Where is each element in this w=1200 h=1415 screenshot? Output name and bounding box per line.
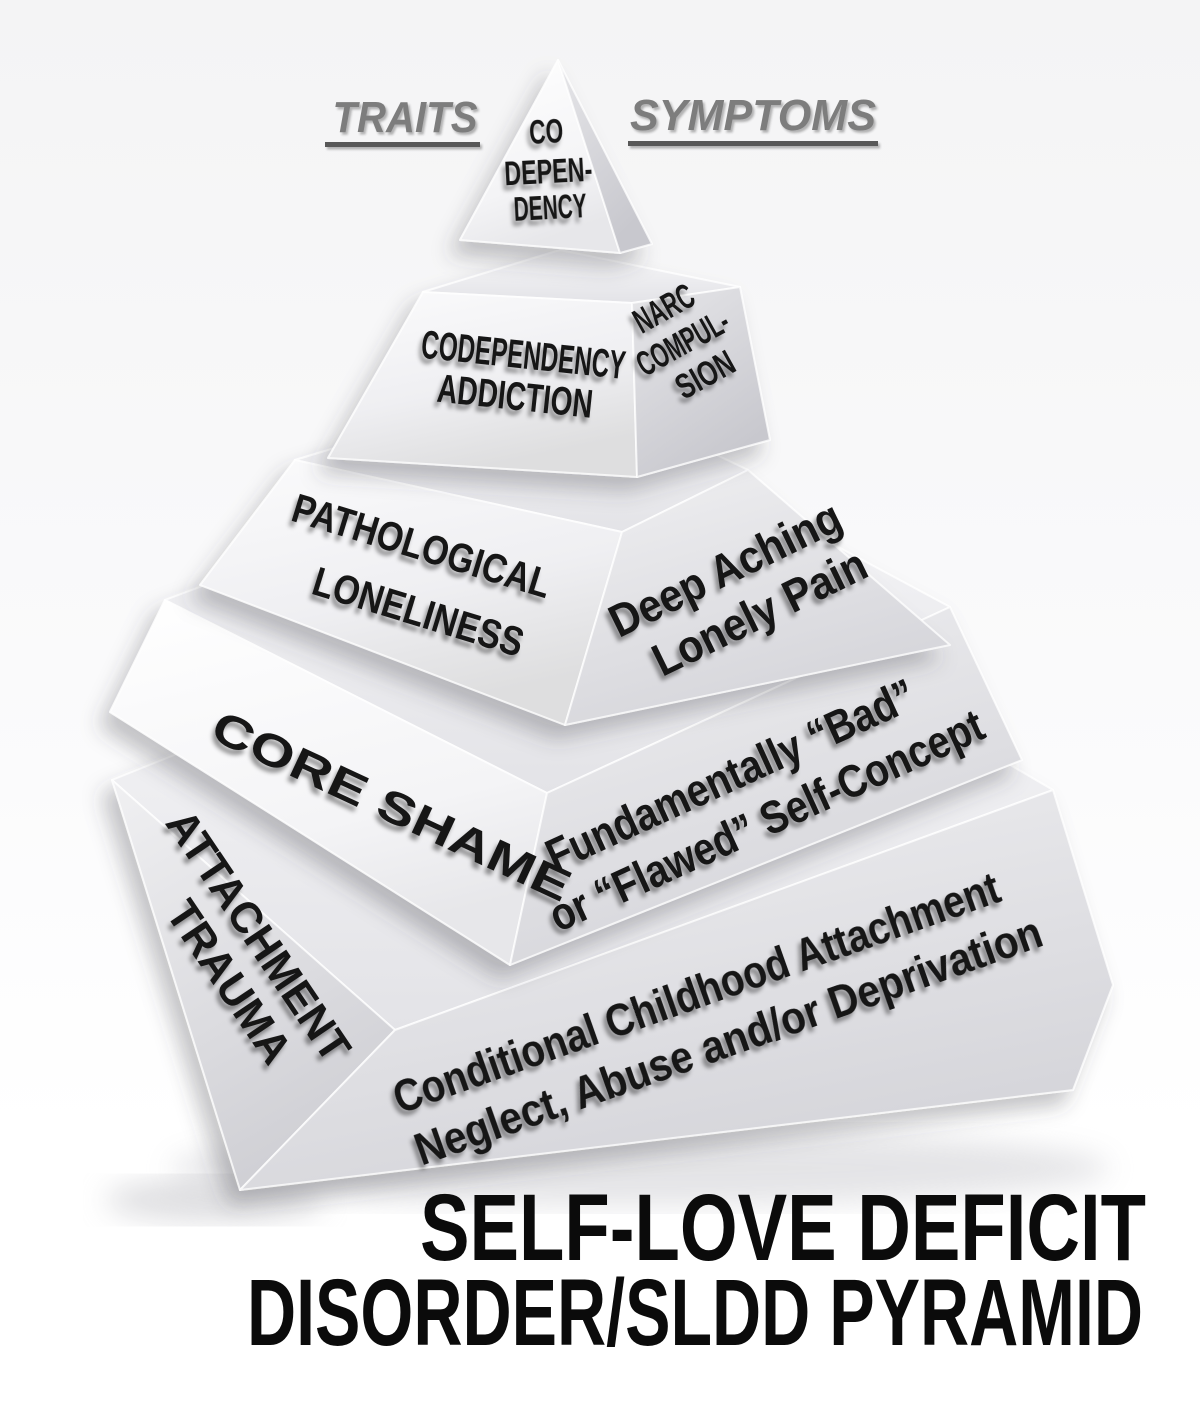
l1-traits-text-1: CO [528,112,564,152]
column-headers: TRAITS SYMPTOMS [325,91,878,147]
symptoms-header: SYMPTOMS [630,91,876,140]
title-line-2: DISORDER/SLDD PYRAMID [247,1260,1143,1366]
l1-traits-text-3: DENCY [513,187,588,229]
ground-shadow-tip [105,1178,325,1222]
title-line-1: SELF-LOVE DEFICIT [420,1175,1146,1281]
l1-right-face [557,59,653,254]
l3-right-face [564,469,951,726]
l1-traits-text-2: DEPEN- [503,151,593,194]
l2-right-face [631,286,771,478]
symptoms-underline [628,141,878,146]
level1-codependency-peak: CO DEPEN- DENCY [459,59,653,254]
traits-header: TRAITS [333,93,478,142]
traits-underline [325,142,480,147]
level2-codependency-addiction: CODEPENDENCY ADDICTION NARC COMPUL- SION [327,249,771,478]
l5-right-face [239,789,1114,1191]
title-block: SELF-LOVE DEFICIT DISORDER/SLDD PYRAMID [247,1175,1146,1366]
